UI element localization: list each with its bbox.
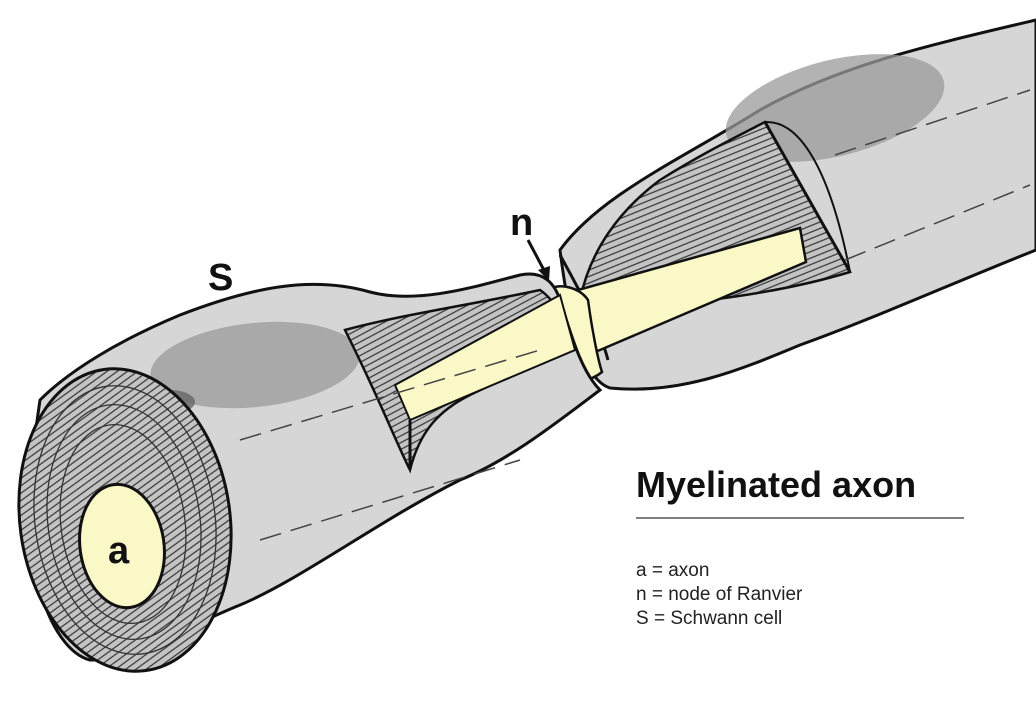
node-arrow	[526, 239, 550, 281]
label-a: a	[108, 530, 130, 572]
legend-item-axon: a = axon	[636, 560, 709, 581]
label-n: n	[510, 202, 533, 244]
schwann-cell-left	[17, 272, 603, 673]
legend-item-node: n = node of Ranvier	[636, 584, 803, 605]
legend-item-schwann: S = Schwann cell	[636, 608, 782, 629]
label-S: S	[208, 257, 233, 299]
diagram-title: Myelinated axon	[636, 464, 916, 505]
